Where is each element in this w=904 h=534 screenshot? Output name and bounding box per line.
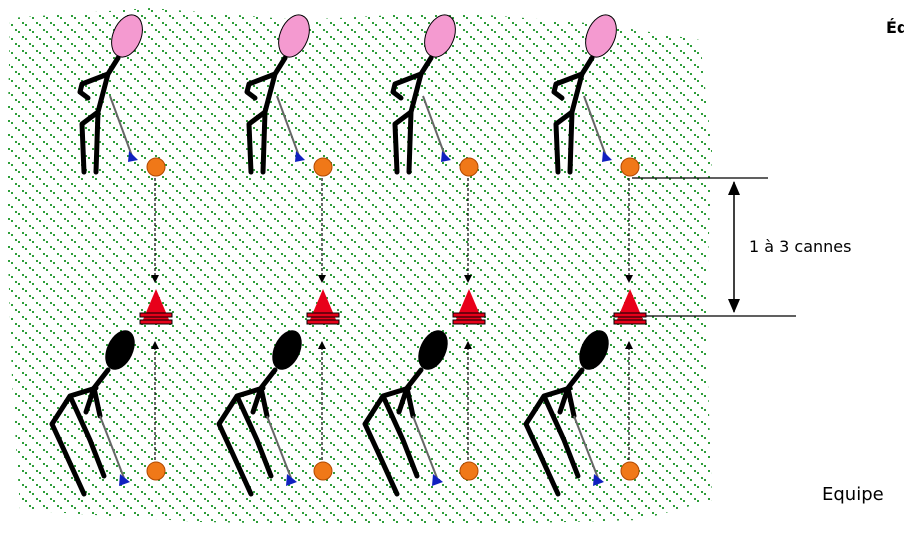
club-head [432,474,443,486]
ball-bottom [459,461,479,481]
player-bottom-head [418,330,448,370]
player-pairs [49,14,647,497]
team-bottom-label: Equipe [822,484,884,505]
cone [139,289,173,325]
club-head [602,151,612,162]
player-bottom [523,330,609,497]
player-pair [362,14,486,497]
player-bottom [362,330,448,497]
club [99,415,125,479]
ball-top [620,157,640,177]
club-head [119,474,130,486]
ball-top [313,157,333,177]
cone [452,289,486,325]
player-top [77,14,143,175]
player-pair [49,14,173,497]
club-head [593,474,604,486]
player-bottom [216,330,302,497]
cone [306,289,340,325]
ball-bottom [620,461,640,481]
distance-label: 1 à 3 cannes [749,237,852,256]
ball-top [146,157,166,177]
club [109,95,133,157]
club-head [286,474,297,486]
club [276,95,300,157]
cone [613,289,647,325]
club-head [128,151,138,162]
player-top [244,14,310,175]
ball-bottom [146,461,166,481]
club-head [295,151,305,162]
team-top-label: Éq [886,18,904,37]
player-top [551,14,617,175]
player-bottom-head [105,330,135,370]
club [583,95,607,157]
player-bottom [49,330,135,497]
club [412,415,438,479]
player-pair [523,14,647,497]
club [422,95,446,157]
club [266,415,292,479]
ball-bottom [313,461,333,481]
club [573,415,599,479]
ball-top [459,157,479,177]
player-top [390,14,456,175]
player-pair [216,14,340,497]
field [6,8,712,526]
club-head [441,151,451,162]
player-bottom-head [579,330,609,370]
player-bottom-head [272,330,302,370]
